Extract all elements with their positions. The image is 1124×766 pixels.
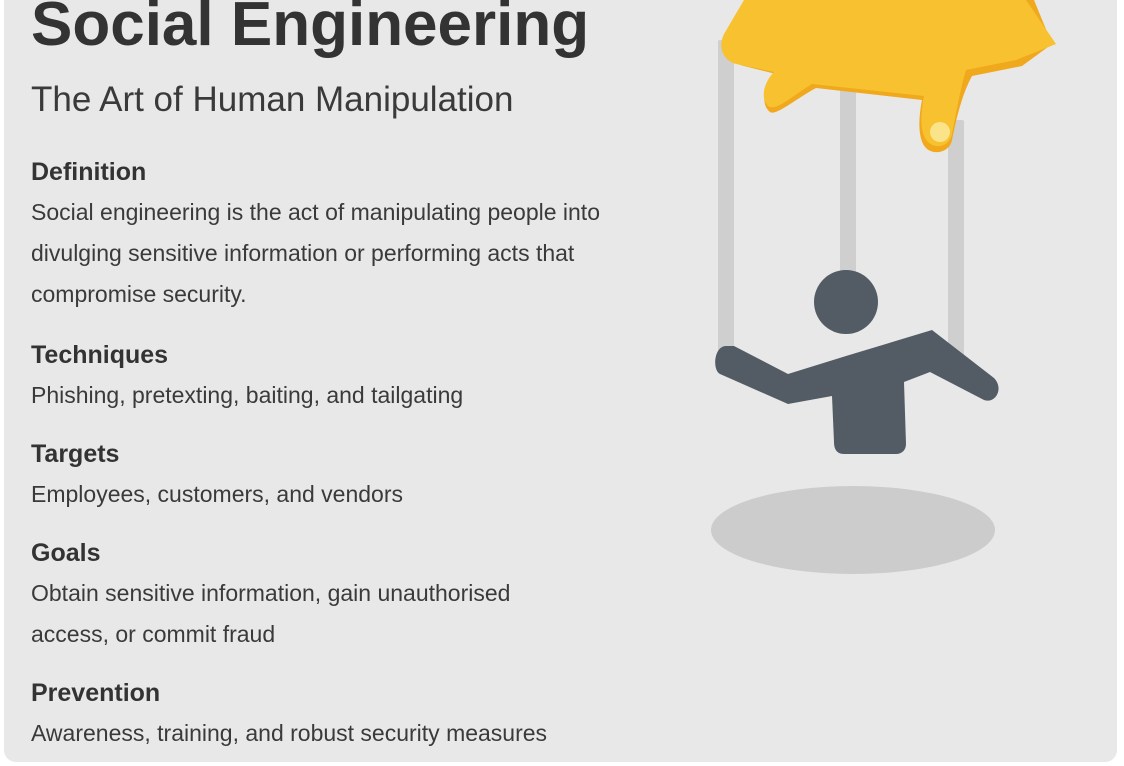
puppet-body xyxy=(715,330,999,454)
puppet-string-middle xyxy=(840,80,856,280)
section-techniques: Techniques Phishing, pretexting, baiting… xyxy=(31,339,651,416)
section-body-targets: Employees, customers, and vendors xyxy=(31,481,404,507)
hand-fingertip xyxy=(930,122,950,142)
section-heading-definition: Definition xyxy=(31,158,147,186)
section-definition: Definition Social engineering is the act… xyxy=(31,156,651,315)
section-heading-goals: Goals xyxy=(31,539,101,567)
section-heading-targets: Targets xyxy=(31,440,120,468)
puppeteer-hand-icon xyxy=(711,0,1056,574)
section-targets: Targets Employees, customers, and vendor… xyxy=(31,438,651,515)
puppet-head xyxy=(814,270,878,334)
puppet-string-left xyxy=(718,40,734,360)
page-title: Social Engineering xyxy=(31,0,590,59)
section-heading-prevention: Prevention xyxy=(31,679,161,707)
section-heading-techniques: Techniques xyxy=(31,341,169,369)
section-goals: Goals Obtain sensitive information, gain… xyxy=(31,537,651,655)
hand-palm xyxy=(721,0,1056,147)
page-subtitle: The Art of Human Manipulation xyxy=(31,80,514,119)
section-body-prevention: Awareness, training, and robust security… xyxy=(31,720,548,746)
puppet-shadow xyxy=(711,486,995,574)
infographic-card: Social Engineering The Art of Human Mani… xyxy=(4,0,1117,762)
section-body-goals: Obtain sensitive information, gain unaut… xyxy=(31,580,511,647)
puppet-string-right xyxy=(948,120,964,360)
section-body-definition: Social engineering is the act of manipul… xyxy=(31,199,600,307)
section-body-techniques: Phishing, pretexting, baiting, and tailg… xyxy=(31,382,464,408)
section-prevention: Prevention Awareness, training, and robu… xyxy=(31,677,651,754)
